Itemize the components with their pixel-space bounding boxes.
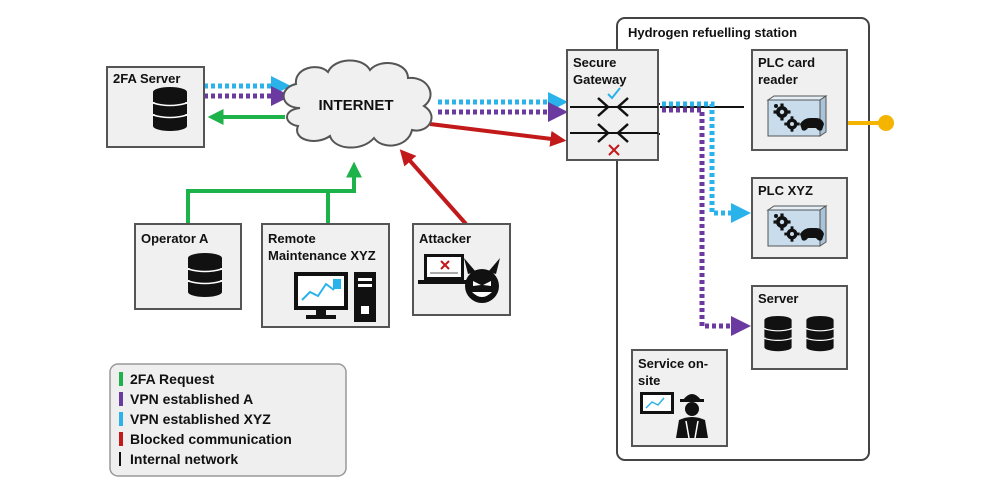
plc-xyz-label: PLC XYZ	[758, 183, 813, 198]
2fa-request-line-operators	[186, 161, 362, 224]
vpn-xyz-line-plc-xyz	[662, 101, 751, 223]
legend-label: Blocked communication	[130, 431, 292, 447]
plc-gear-gamepad-icon	[768, 96, 826, 136]
legend-label: Internal network	[130, 451, 238, 467]
legend-swatch	[119, 392, 123, 406]
attacker-node[interactable]: Attacker	[412, 223, 511, 316]
plc-card-reader-label-line2: reader	[758, 72, 798, 87]
legend-label: VPN established A	[130, 391, 253, 407]
legend-swatch	[119, 412, 123, 426]
database-icon	[187, 252, 223, 298]
legend-label: VPN established XYZ	[130, 411, 271, 427]
station-title: Hydrogen refuelling station	[628, 25, 797, 40]
operator-a-node[interactable]: Operator A	[134, 223, 242, 310]
database-icon	[152, 86, 188, 132]
secure-gateway-label-line2: Gateway	[573, 72, 627, 87]
internet-cloud: INTERNET	[282, 59, 433, 149]
secure-gateway-label-line1: Secure	[573, 55, 616, 70]
2fa-server-label: 2FA Server	[113, 71, 180, 86]
card-reader-terminal	[878, 115, 894, 131]
server-node[interactable]: Server	[751, 285, 848, 370]
computer-icon	[294, 272, 376, 322]
operator-a-label: Operator A	[141, 231, 209, 246]
remote-maintenance-label-line2: Maintenance XYZ	[268, 248, 376, 263]
secure-gateway-node[interactable]: Secure Gateway	[566, 49, 659, 161]
legend-swatch	[119, 452, 121, 466]
2fa-server-node[interactable]: 2FA Server	[106, 66, 205, 148]
internet-label: INTERNET	[319, 97, 394, 114]
blocked-line-gateway	[429, 122, 567, 147]
devil-laptop-icon	[418, 254, 500, 303]
service-onsite-label-line1: Service on-	[638, 356, 708, 371]
remote-maintenance-label-line1: Remote	[268, 231, 316, 246]
remote-maintenance-node[interactable]: Remote Maintenance XYZ	[261, 223, 390, 328]
plc-card-reader-label-line1: PLC card	[758, 55, 815, 70]
technician-icon	[640, 392, 708, 439]
plc-xyz-node[interactable]: PLC XYZ	[751, 177, 848, 259]
service-onsite-label-line2: site	[638, 373, 660, 388]
service-onsite-node[interactable]: Service on- site	[631, 349, 728, 447]
legend-swatch	[119, 432, 123, 446]
plc-gear-gamepad-icon	[768, 206, 826, 246]
database-icon	[805, 315, 835, 352]
legend-label: 2FA Request	[130, 371, 215, 387]
attacker-label: Attacker	[419, 231, 471, 246]
database-icon	[763, 315, 793, 352]
legend-swatch	[119, 372, 123, 386]
blocked-line-attacker	[399, 149, 468, 226]
vpn-a-line-server	[662, 107, 751, 336]
checkmark-icon	[607, 87, 621, 100]
plc-card-reader-node[interactable]: PLC card reader	[751, 49, 848, 151]
x-mark-icon	[608, 144, 620, 156]
server-label: Server	[758, 291, 798, 306]
